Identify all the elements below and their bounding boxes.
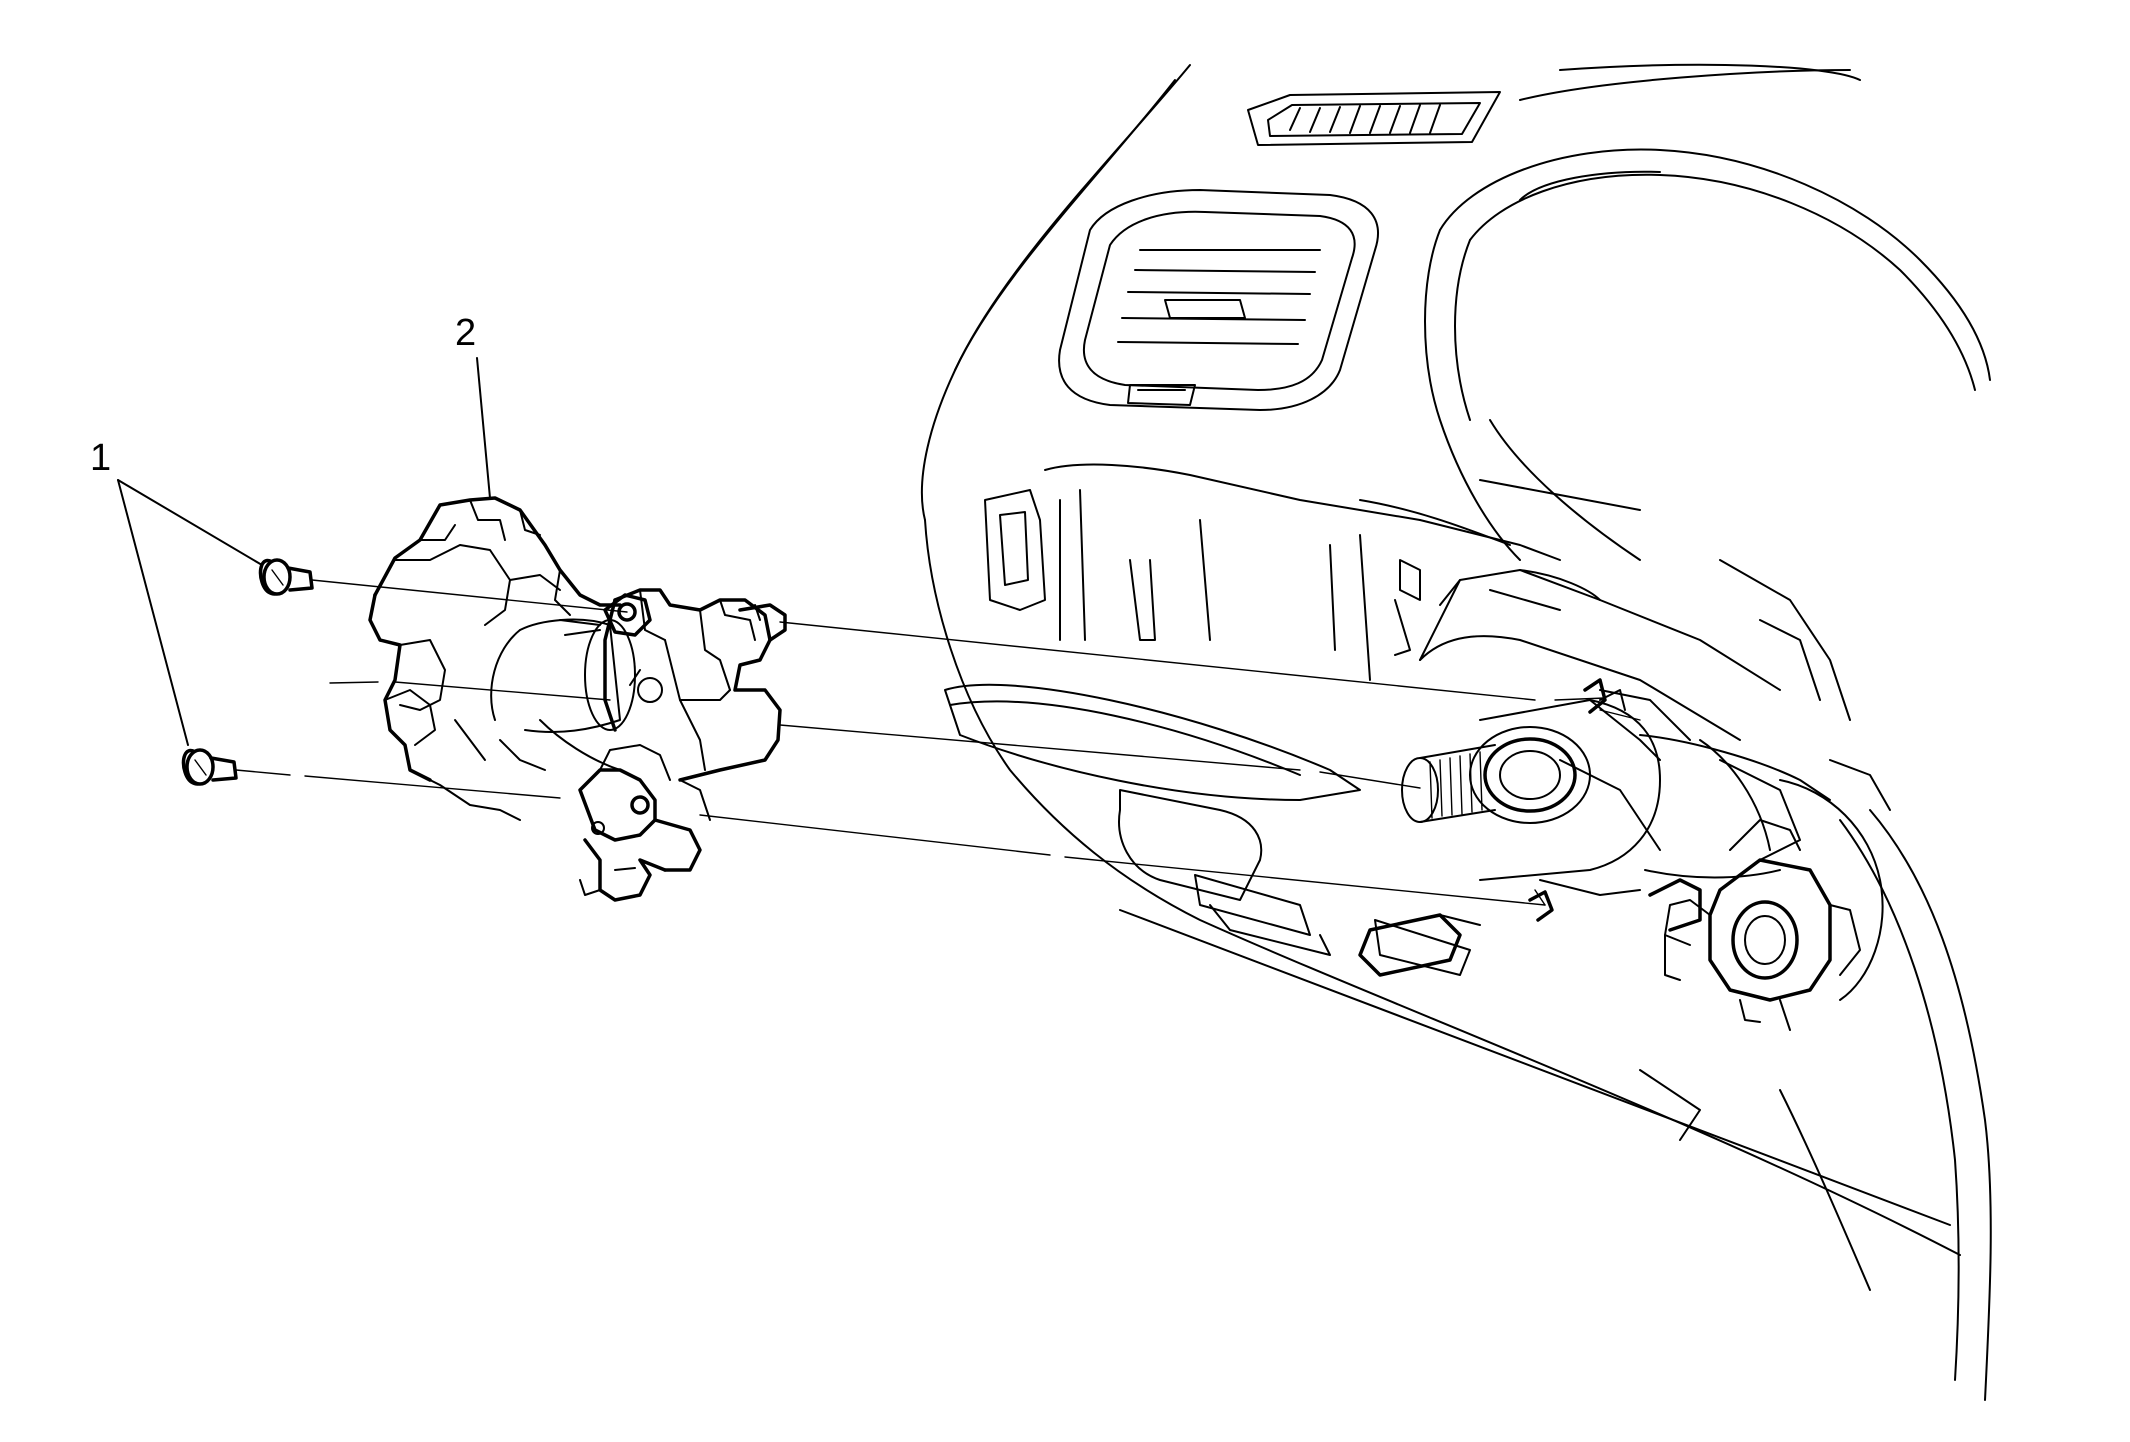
lower-dash-panels [944, 683, 1471, 976]
center-air-vent [1058, 189, 1379, 411]
steering-column-module [368, 496, 787, 902]
instrument-panel [920, 63, 1992, 1401]
alignment-lines [235, 579, 1641, 922]
bolt-upper [258, 558, 314, 596]
upper-air-vent [1247, 91, 1501, 146]
column-lower-bracket [1358, 913, 1481, 977]
dash-cavity [984, 463, 1891, 851]
callout-1-label: 1 [90, 437, 111, 479]
callout-1: 1 [90, 437, 263, 746]
instrument-cluster-hood [1424, 148, 1991, 561]
callout-2: 2 [455, 312, 491, 499]
ignition-lock-cylinder [1648, 819, 1861, 1031]
steering-column [1401, 569, 1884, 1001]
callout-2-label: 2 [455, 312, 476, 354]
bolt-lower [181, 748, 238, 786]
